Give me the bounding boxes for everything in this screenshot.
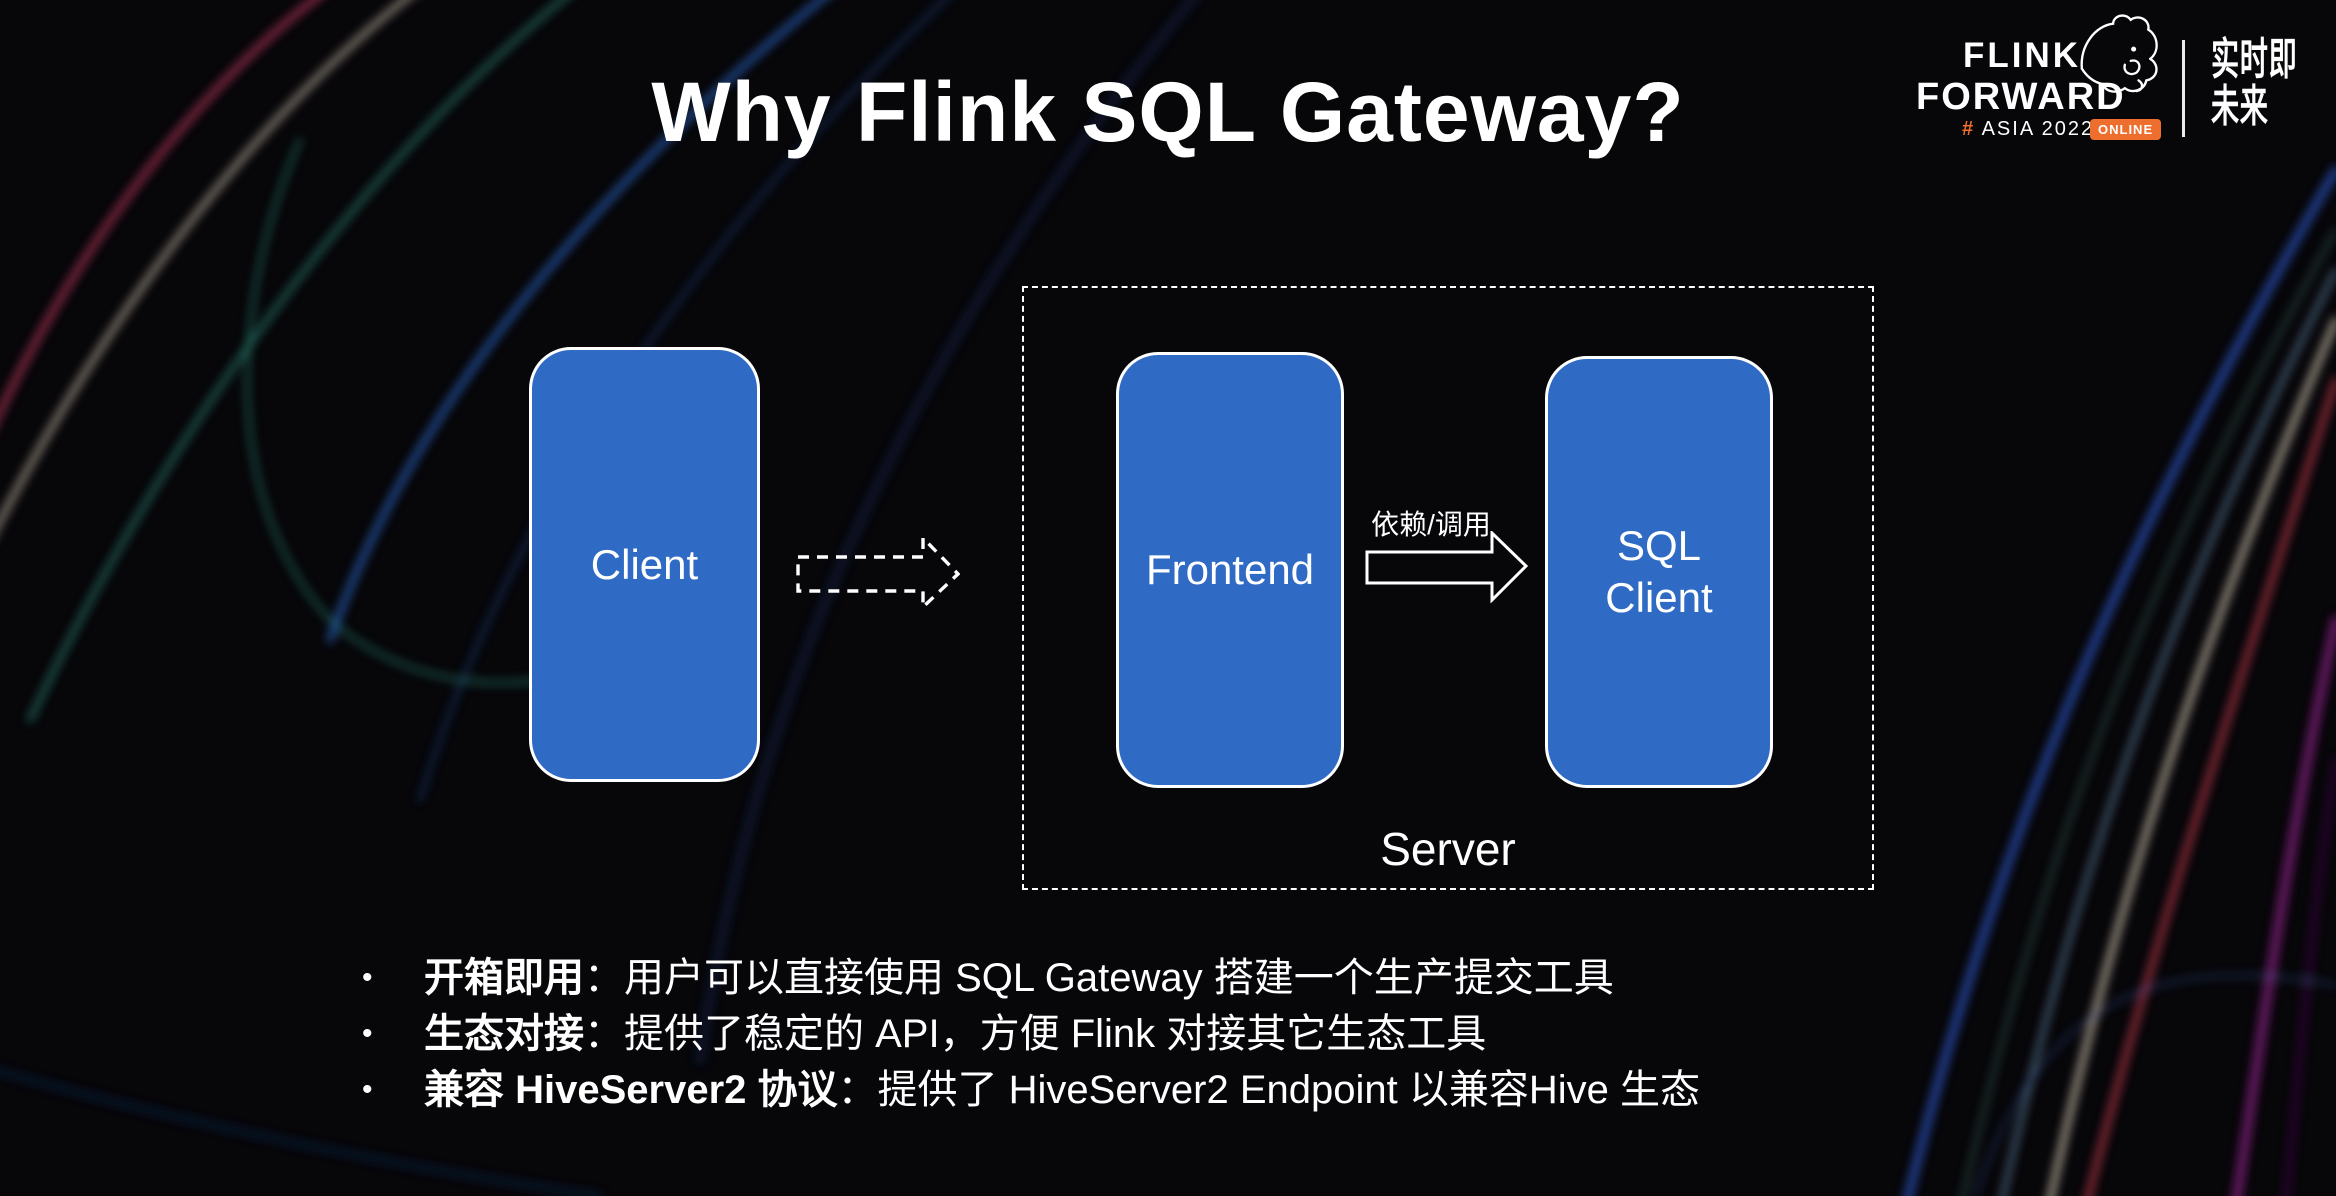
- flink-squirrel-icon: [2080, 14, 2158, 93]
- bullet-1-keyword: 开箱即用: [424, 956, 584, 1000]
- list-item: • 开箱即用：用户可以直接使用 SQL Gateway 搭建一个生产提交工具: [362, 950, 1700, 1006]
- server-label: Server: [1380, 823, 1516, 875]
- list-item: • 生态对接：提供了稳定的 API，方便 Flink 对接其它生态工具: [362, 1006, 1700, 1062]
- logo-text-flink: FLINK: [1963, 36, 2082, 75]
- dependency-arrow-label: 依赖/调用: [1371, 509, 1491, 540]
- bullet-1-text: ：用户可以直接使用 SQL Gateway 搭建一个生产提交工具: [584, 956, 1614, 1000]
- bullet-2-keyword: 生态对接: [424, 1012, 584, 1056]
- bullet-2-text: ：提供了稳定的 API，方便 Flink 对接其它生态工具: [584, 1012, 1487, 1056]
- dashed-arrow-icon: [796, 535, 960, 609]
- client-node-label: Client: [590, 540, 699, 588]
- asia-year-label: ASIA 2022: [1981, 118, 2095, 140]
- sql-client-label-line2: Client: [1605, 574, 1713, 621]
- sql-client-label-line1: SQL: [1616, 522, 1702, 569]
- logo-tagline: 实时即 未来: [2211, 36, 2297, 130]
- tagline-line2: 未来: [2211, 82, 2269, 131]
- dependency-arrow-icon: [1365, 531, 1529, 603]
- online-badge: ONLINE: [2090, 119, 2162, 140]
- bullet-list: • 开箱即用：用户可以直接使用 SQL Gateway 搭建一个生产提交工具 •…: [362, 950, 1700, 1118]
- hash-accent: #: [1962, 118, 1976, 140]
- logo-text-forward: FORWARD: [1916, 76, 2126, 118]
- client-node: Client: [529, 347, 760, 782]
- list-item: • 兼容 HiveServer2 协议：提供了 HiveServer2 Endp…: [362, 1062, 1700, 1118]
- logo-divider: [2182, 40, 2185, 137]
- frontend-node-label: Frontend: [1145, 546, 1315, 593]
- bullet-dot-icon: •: [362, 1017, 373, 1050]
- bullet-dot-icon: •: [362, 961, 373, 994]
- tagline-line1: 实时即: [2211, 35, 2298, 84]
- bullet-3-keyword: 兼容 HiveServer2 协议: [424, 1068, 838, 1112]
- sql-client-node: SQL Client: [1545, 356, 1773, 788]
- server-group-box: [1022, 286, 1874, 890]
- page-title: Why Flink SQL Gateway?: [651, 65, 1685, 159]
- logo-text-asia: # ASIA 2022: [1962, 118, 2094, 141]
- frontend-node: Frontend: [1116, 352, 1344, 788]
- bullet-dot-icon: •: [362, 1073, 373, 1106]
- bullet-3-text: ：提供了 HiveServer2 Endpoint 以兼容Hive 生态: [837, 1068, 1700, 1112]
